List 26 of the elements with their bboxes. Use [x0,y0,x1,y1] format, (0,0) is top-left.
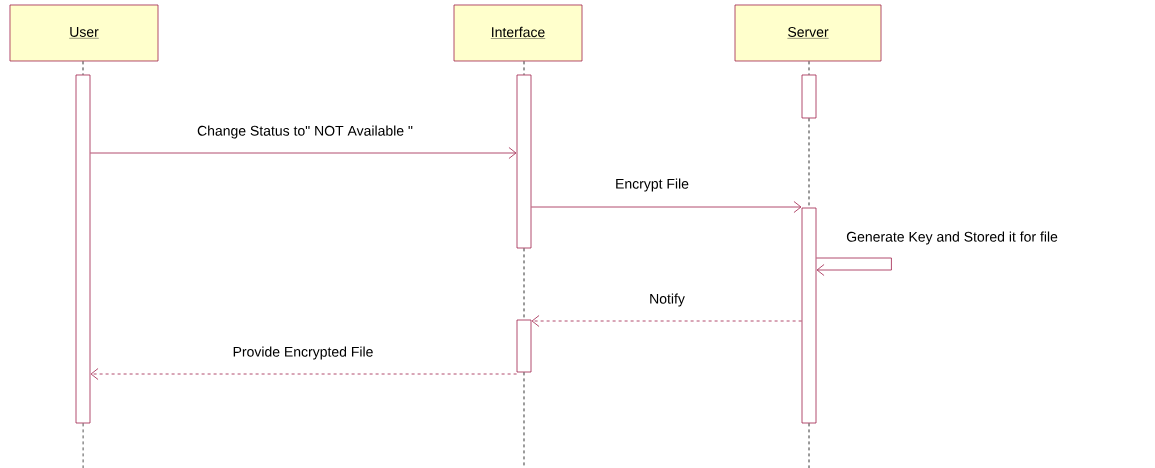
edge-label: Encrypt File [614,177,690,193]
lifeline [808,61,810,75]
edge-label: Change Status to" NOT Available " [196,124,414,140]
lifeline [523,248,525,320]
lifeline [523,372,525,468]
participant-box: Server [734,4,882,62]
participant-box: Interface [453,4,583,62]
activation-bar [75,74,91,424]
activation-bar [801,74,817,119]
message-arrow [90,368,517,380]
participant-box: User [9,4,159,62]
activation-bar [801,207,817,424]
edge-label: Provide Encrypted File [231,345,375,361]
edge-label: Notify [648,292,686,308]
activation-bar [516,319,532,373]
message-arrow [531,315,802,327]
lifeline [523,61,525,75]
message-arrow [531,201,802,213]
lifeline [808,118,810,208]
self-message-arrow [816,257,892,276]
message-arrow [90,147,517,159]
lifeline [808,423,810,468]
activation-bar [516,74,532,249]
lifeline [82,423,84,468]
lifeline [82,61,84,75]
edge-label: Generate Key and Stored it for file [845,230,1059,246]
